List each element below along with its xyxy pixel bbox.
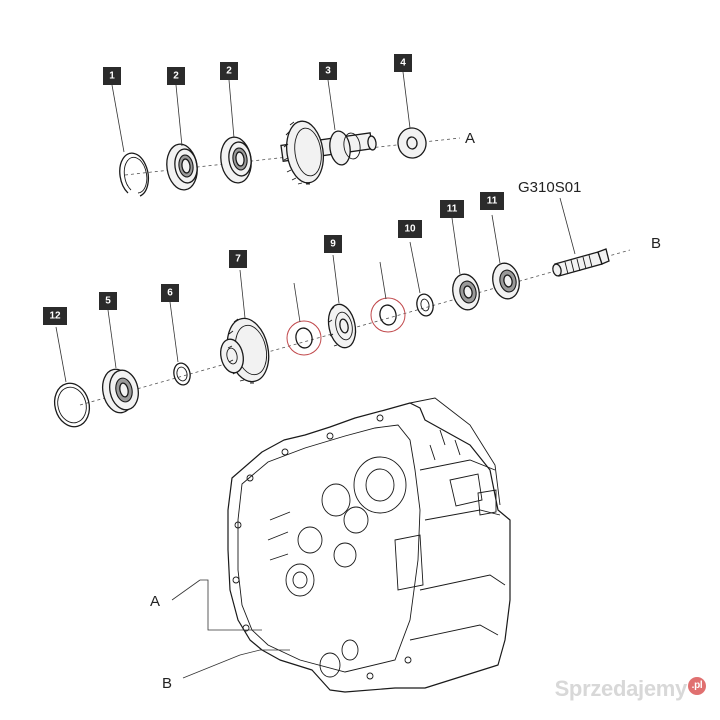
- watermark-text: Sprzedajemy: [554, 676, 688, 701]
- part-7-gear-cluster: [220, 317, 270, 384]
- callout-2b: 2: [220, 62, 238, 80]
- callout-3-text: 3: [325, 66, 331, 77]
- callout-12-text: 12: [49, 311, 61, 322]
- watermark: Sprzedajemy.pl: [555, 676, 706, 702]
- ref-a-top: A: [465, 130, 475, 147]
- callout-4: 4: [394, 54, 412, 72]
- callout-11a-text: 11: [447, 204, 458, 215]
- threaded-shaft: [552, 248, 610, 277]
- ref-a-bottom: A: [150, 593, 160, 610]
- snap-ring-highlighted-left: [286, 320, 322, 356]
- part-2-bearing-left: [166, 143, 198, 191]
- callout-10: 10: [398, 220, 422, 238]
- part-2-bearing-right: [220, 136, 252, 184]
- callout-11a: 11: [440, 200, 464, 218]
- part-12-ring: [53, 382, 91, 428]
- callout-11b: 11: [480, 192, 504, 210]
- part-11-bearing-left: [452, 273, 480, 311]
- watermark-pl-badge: .pl: [688, 676, 706, 695]
- callout-4-text: 4: [400, 58, 406, 69]
- callout-7: 7: [229, 250, 247, 268]
- callout-11b-text: 11: [487, 196, 498, 207]
- part-6-washer: [173, 362, 191, 386]
- callout-labels: 1 2 2 3 4 12 5 6 7 9 10 11 11: [43, 54, 504, 325]
- top-shaft-assembly: [111, 71, 461, 197]
- ref-b-bottom: B: [162, 675, 172, 692]
- callout-3: 3: [319, 62, 337, 80]
- ref-b-right: B: [651, 235, 661, 252]
- transmission-housing: [227, 397, 511, 693]
- callout-12: 12: [43, 307, 67, 325]
- part-10-washer: [416, 293, 434, 317]
- callout-1: 1: [103, 67, 121, 85]
- part-9-gear: [327, 303, 357, 349]
- part-5-bearing: [101, 368, 139, 414]
- callout-6-text: 6: [167, 288, 173, 299]
- bottom-shaft-assembly: [53, 197, 631, 428]
- part-1-snap-ring: [119, 152, 149, 197]
- callout-5-text: 5: [105, 296, 111, 307]
- part-11-bearing-right: [492, 262, 520, 300]
- part-3-gear-shaft: [280, 120, 377, 185]
- callout-6: 6: [161, 284, 179, 302]
- callout-1-text: 1: [109, 71, 115, 82]
- callout-2a: 2: [167, 67, 185, 85]
- callout-10-text: 10: [404, 224, 416, 235]
- callout-5: 5: [99, 292, 117, 310]
- callout-7-text: 7: [235, 254, 241, 265]
- callout-2b-text: 2: [226, 66, 232, 77]
- drawing-code: G310S01: [518, 179, 581, 196]
- callout-9: 9: [324, 235, 342, 253]
- part-4-washer: [397, 127, 427, 159]
- callout-2a-text: 2: [173, 71, 179, 82]
- snap-ring-highlighted-right: [370, 297, 406, 333]
- callout-9-text: 9: [330, 239, 336, 250]
